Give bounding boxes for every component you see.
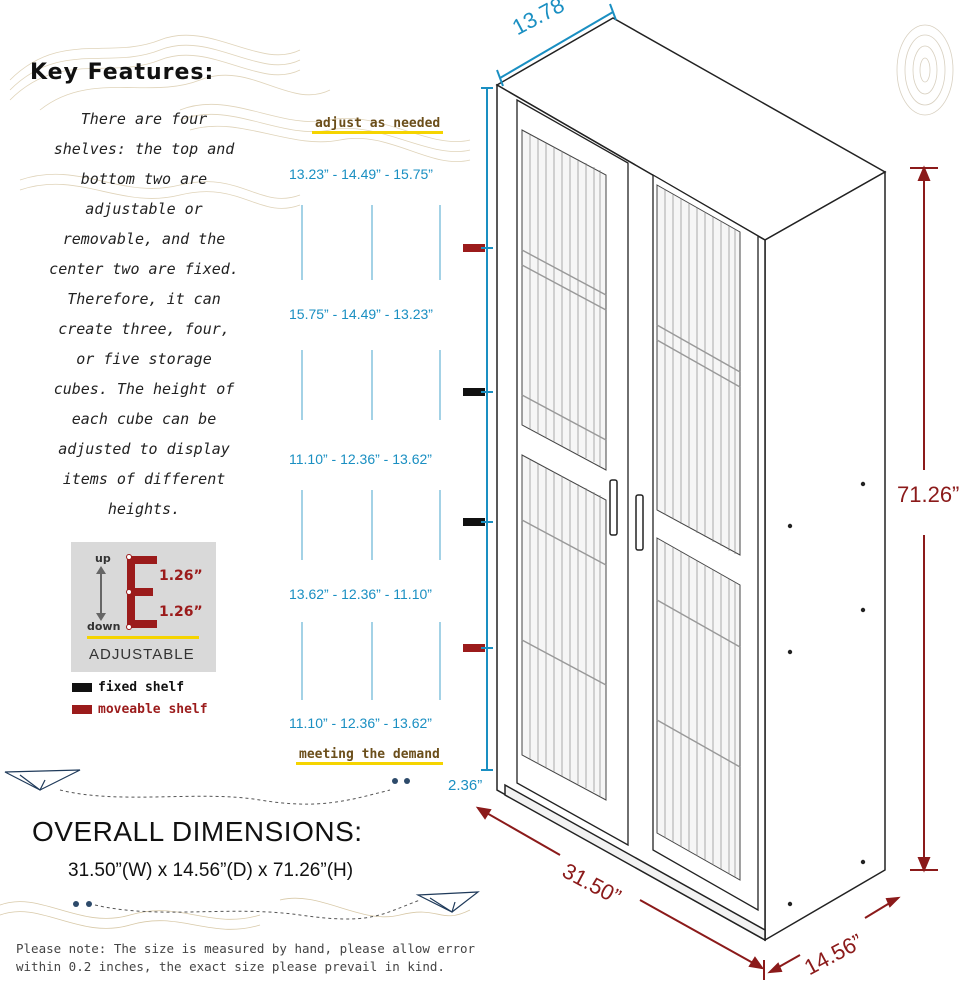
note-line: within 0.2 inches, the exact size please… — [16, 959, 445, 974]
down-label: down — [87, 620, 121, 633]
highlight-bar — [87, 636, 199, 639]
overall-dimensions-title: OVERALL DIMENSIONS: — [32, 816, 363, 847]
feature-line: or five storage — [76, 350, 212, 368]
fixed-shelf-swatch — [72, 683, 92, 692]
feature-line: removable, and the — [62, 230, 226, 248]
feature-line: each cube can be — [71, 410, 217, 428]
shelf-height-range: 11.10” - 12.36” - 13.62” — [289, 451, 432, 467]
legend-moveable-label: moveable shelf — [98, 702, 208, 717]
up-down-arrow-icon — [96, 566, 106, 621]
note-line: Please note: The size is measured by han… — [16, 941, 476, 956]
shelf-height-range: 13.23” - 14.49” - 15.75” — [289, 166, 433, 182]
base-dimension: 2.36” — [448, 777, 483, 794]
feature-line: Therefore, it can — [67, 290, 221, 308]
adjust-as-needed-label: adjust as needed — [312, 116, 444, 134]
step-value: 1.26” — [159, 568, 203, 584]
legend-fixed: fixed shelf — [72, 680, 184, 695]
feature-line: There are four — [80, 110, 208, 128]
feature-line: shelves: the top and — [53, 140, 235, 158]
measurement-note: Please note: The size is measured by han… — [16, 940, 475, 976]
step-value: 1.26” — [159, 604, 203, 620]
height-dimension: 71.26” — [897, 482, 960, 507]
shelf-height-range: 13.62” - 12.36” - 11.10” — [289, 586, 432, 602]
shelf-bracket-icon — [126, 554, 157, 630]
legend-moveable: moveable shelf — [72, 702, 208, 717]
feature-line: adjustable or — [85, 200, 203, 218]
adjustable-label: ADJUSTABLE — [89, 646, 195, 663]
key-features-text: There are four shelves: the top and bott… — [24, 104, 264, 524]
paper-plane-icon — [4, 769, 480, 913]
overall-dimensions-value: 31.50”(W) x 14.56”(D) x 71.26”(H) — [68, 860, 354, 881]
feature-line: heights. — [107, 500, 181, 518]
adjustable-diagram: up down 1.26” 1.26” ADJUSTABLE — [71, 542, 216, 672]
feature-line: adjusted to display — [58, 440, 230, 458]
legend-fixed-label: fixed shelf — [98, 680, 185, 695]
meeting-the-demand-label: meeting the demand — [296, 747, 443, 765]
shelf-height-range: 15.75” - 14.49” - 13.23” — [289, 306, 433, 322]
feature-line: cubes. The height of — [53, 380, 235, 398]
moveable-shelf-swatch — [72, 705, 92, 714]
key-features-title: Key Features: — [30, 60, 215, 85]
feature-line: center two are fixed. — [49, 260, 239, 278]
shelf-height-range: 11.10” - 12.36” - 13.62” — [289, 715, 432, 731]
feature-line: bottom two are — [80, 170, 208, 188]
feature-line: create three, four, — [58, 320, 230, 338]
up-label: up — [95, 552, 111, 565]
feature-line: items of different — [62, 470, 226, 488]
